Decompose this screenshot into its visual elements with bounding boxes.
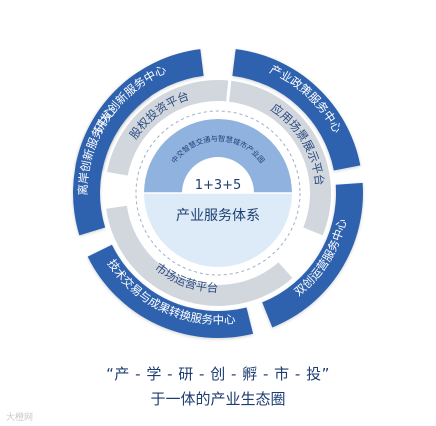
- platform-ring: [103, 77, 331, 307]
- ecosystem-diagram: 研发创新服务中心产业政策服务中心双创运营服务中心技术交易与成果转换服务中心离岸创…: [72, 49, 363, 338]
- segment-scenario-showcase: [227, 80, 331, 236]
- caption-line-2: 于一体的产业生态圈: [150, 390, 286, 408]
- core-label: 产业服务体系: [176, 208, 260, 224]
- segment-dual-innovation-ops: [262, 182, 363, 328]
- segment-separator: [276, 258, 297, 281]
- segment-tech-trading: [87, 244, 254, 338]
- dashed-divider-ring: [135, 110, 301, 276]
- caption-line-1: “产 - 学 - 研 - 创 - 孵 - 市 - 投”: [106, 365, 330, 383]
- core-center-notch: [182, 157, 254, 193]
- core-top-cap: [144, 119, 292, 193]
- segment-offshore-innovation: [72, 74, 151, 236]
- outer-service-ring: [72, 49, 363, 338]
- core-formula: 1+3+5: [195, 178, 242, 193]
- segment-separator: [103, 171, 131, 180]
- segment-separator: [225, 77, 232, 105]
- segment-industrial-policy: [232, 49, 361, 171]
- segment-equity-investment: [106, 80, 230, 178]
- core-circle: [144, 119, 292, 267]
- segment-market-operations: [106, 205, 294, 307]
- watermark: 大橙网: [6, 413, 34, 423]
